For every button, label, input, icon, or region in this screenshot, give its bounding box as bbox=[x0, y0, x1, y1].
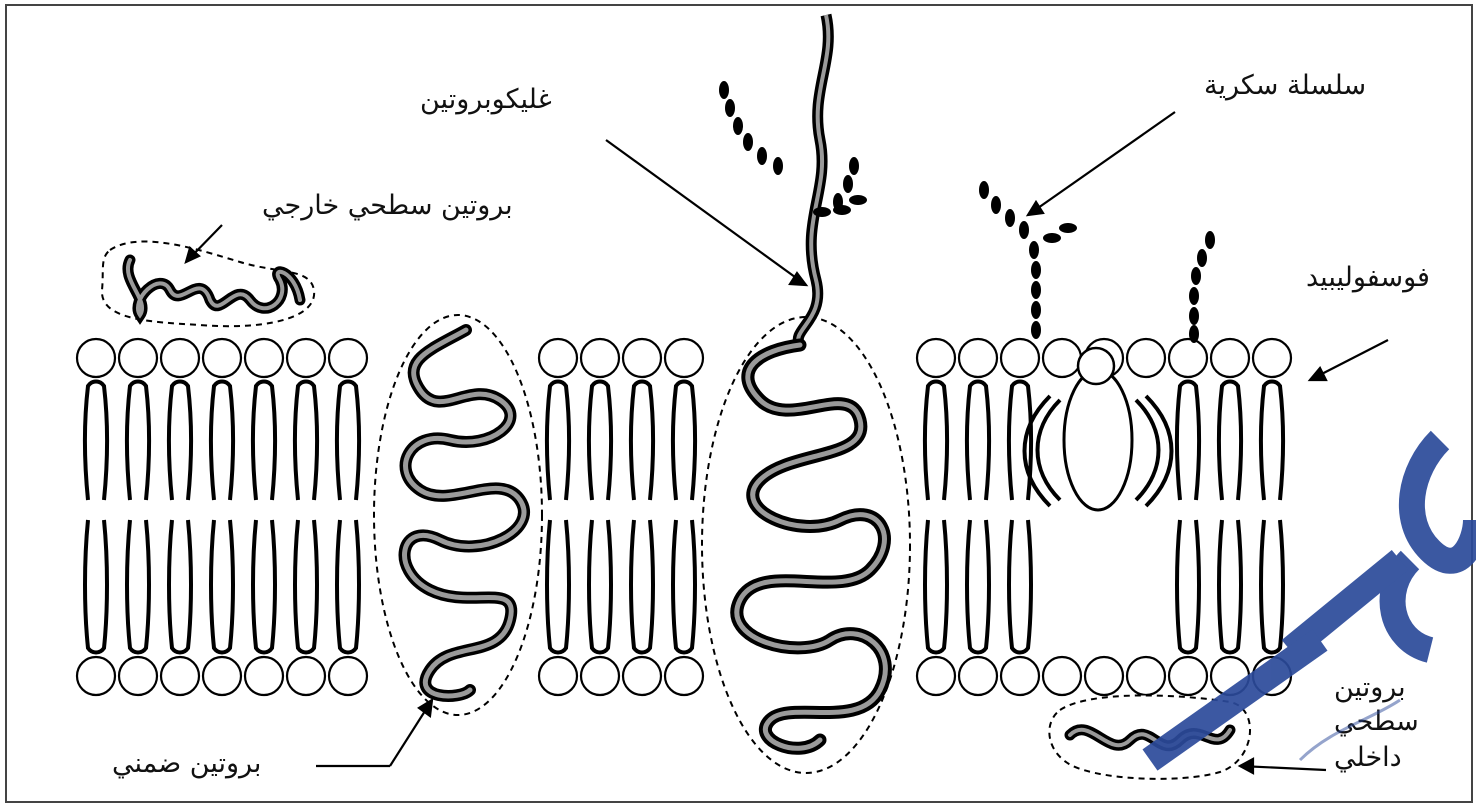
phospholipid-head bbox=[203, 339, 241, 377]
phospholipid-head bbox=[287, 339, 325, 377]
phospholipid-head bbox=[1127, 339, 1165, 377]
integral-protein-shape bbox=[374, 315, 542, 715]
phospholipid-head bbox=[1253, 657, 1291, 695]
phospholipid-head bbox=[1253, 339, 1291, 377]
internal-surface-protein-shape bbox=[1049, 695, 1250, 778]
phospholipid-tail bbox=[631, 382, 653, 653]
internal-surface-protein-label-1: بروتين bbox=[1334, 672, 1406, 704]
phospholipid-tail bbox=[211, 382, 233, 653]
glycoprotein-label: غليكوبروتين bbox=[420, 84, 552, 116]
phospholipid-tail bbox=[85, 382, 107, 653]
phospholipid-tail bbox=[253, 382, 275, 653]
phospholipid-head bbox=[161, 657, 199, 695]
phospholipid-tail bbox=[1261, 382, 1283, 653]
sugar-chain-label: سلسلة سكرية bbox=[1204, 70, 1366, 102]
phospholipid-head bbox=[287, 657, 325, 695]
phospholipid-head bbox=[1043, 339, 1081, 377]
phospholipid-head bbox=[1127, 657, 1165, 695]
phospholipid-head bbox=[1001, 339, 1039, 377]
phospholipid-tail bbox=[337, 382, 359, 653]
phospholipid-head bbox=[623, 657, 661, 695]
phospholipid-tail bbox=[547, 382, 569, 653]
external-surface-protein-label: بروتين سطحي خارجي bbox=[262, 190, 513, 222]
phospholipid-tail bbox=[1177, 382, 1199, 653]
phospholipid-label: فوسفوليبيد bbox=[1306, 262, 1430, 294]
phospholipid-tail bbox=[967, 382, 989, 653]
phospholipid-head bbox=[1001, 657, 1039, 695]
phospholipid-head bbox=[245, 657, 283, 695]
phospholipid-tail bbox=[127, 382, 149, 653]
phospholipid-head bbox=[329, 339, 367, 377]
glycoprotein-shape bbox=[702, 15, 910, 773]
phospholipid-head bbox=[1211, 339, 1249, 377]
phospholipid-head bbox=[203, 657, 241, 695]
phospholipid-head bbox=[539, 339, 577, 377]
phospholipid-tail bbox=[169, 382, 191, 653]
phospholipid-head bbox=[119, 339, 157, 377]
phospholipid-tail bbox=[673, 382, 695, 653]
external-surface-protein-shape bbox=[102, 242, 314, 327]
phospholipid-head bbox=[1085, 657, 1123, 695]
phospholipid-head bbox=[1169, 339, 1207, 377]
phospholipid-head bbox=[1211, 657, 1249, 695]
phospholipid-tail bbox=[589, 382, 611, 653]
phospholipid-head bbox=[623, 339, 661, 377]
phospholipid-head bbox=[1169, 657, 1207, 695]
phospholipid-head bbox=[329, 657, 367, 695]
internal-surface-protein-label-3: داخلي bbox=[1334, 742, 1402, 774]
phospholipid-head bbox=[581, 657, 619, 695]
phospholipid-tail bbox=[925, 382, 947, 653]
phospholipid-head bbox=[959, 657, 997, 695]
phospholipid-head bbox=[665, 657, 703, 695]
phospholipid-tail bbox=[1009, 382, 1031, 653]
phospholipid-heads-bottom bbox=[77, 657, 1291, 695]
phospholipid-head bbox=[917, 657, 955, 695]
phospholipid-head bbox=[581, 339, 619, 377]
phospholipid-head bbox=[161, 339, 199, 377]
sugar-chain-shapes bbox=[979, 181, 1215, 343]
phospholipid-head bbox=[917, 339, 955, 377]
phospholipid-head bbox=[665, 339, 703, 377]
phospholipid-head bbox=[119, 657, 157, 695]
phospholipid-tail bbox=[295, 382, 317, 653]
phospholipid-head bbox=[77, 657, 115, 695]
phospholipid-head bbox=[959, 339, 997, 377]
phospholipid-head bbox=[245, 339, 283, 377]
internal-surface-protein-label-2: سطحي bbox=[1334, 706, 1419, 738]
integral-protein-label: بروتين ضمني bbox=[112, 748, 261, 780]
phospholipid-tail bbox=[1219, 382, 1241, 653]
phospholipid-head bbox=[1043, 657, 1081, 695]
phospholipid-head bbox=[77, 339, 115, 377]
phospholipid-head bbox=[539, 657, 577, 695]
